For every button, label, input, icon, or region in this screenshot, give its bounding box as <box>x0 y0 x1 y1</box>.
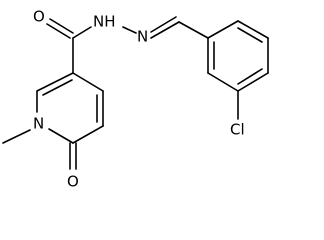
molecule-structure-canvas: O NH N N O Cl <box>2 8 269 191</box>
chlorophenyl-ring <box>207 20 269 92</box>
bond-n1-methyl <box>2 129 31 144</box>
hydrazone-nitrogen-label: N <box>137 28 148 46</box>
carbonyl-oxygen-label: O <box>33 8 45 26</box>
bond-ar5-ar6 <box>207 72 239 92</box>
bond-carbonyl-o-a <box>46 23 71 39</box>
pyridone-ring <box>36 72 104 144</box>
bond-carbonyl-o-b <box>49 18 74 34</box>
bond-n-ch-a <box>150 21 180 39</box>
bond-c6-n1 <box>48 128 74 144</box>
bond-nh-n <box>122 26 137 34</box>
bond-c2-c3-inner <box>42 79 73 96</box>
bond-carbonyl-nh <box>72 26 92 39</box>
bond-ar2-ar3 <box>237 20 269 39</box>
molecule-structure-drawing: O NH N N O Cl <box>2 8 269 191</box>
bond-ar1-ar2 <box>207 20 239 39</box>
bond-ar4-ar5 <box>237 72 269 92</box>
bond-c2-c3 <box>36 72 74 92</box>
bond-c3-c4 <box>72 72 104 92</box>
bond-ch-aryl <box>178 21 209 39</box>
ring-oxo-oxygen-label: O <box>67 173 79 191</box>
bond-c5-c6 <box>72 125 104 144</box>
bond-ar4-ar5-inner <box>237 68 263 85</box>
hydrazide-nh-label: NH <box>93 13 116 31</box>
bond-n-ch-b <box>150 16 177 33</box>
ring-nitrogen-label: N <box>33 115 44 133</box>
bond-ar2-ar3-inner <box>237 27 263 43</box>
chlorine-label: Cl <box>230 121 245 139</box>
